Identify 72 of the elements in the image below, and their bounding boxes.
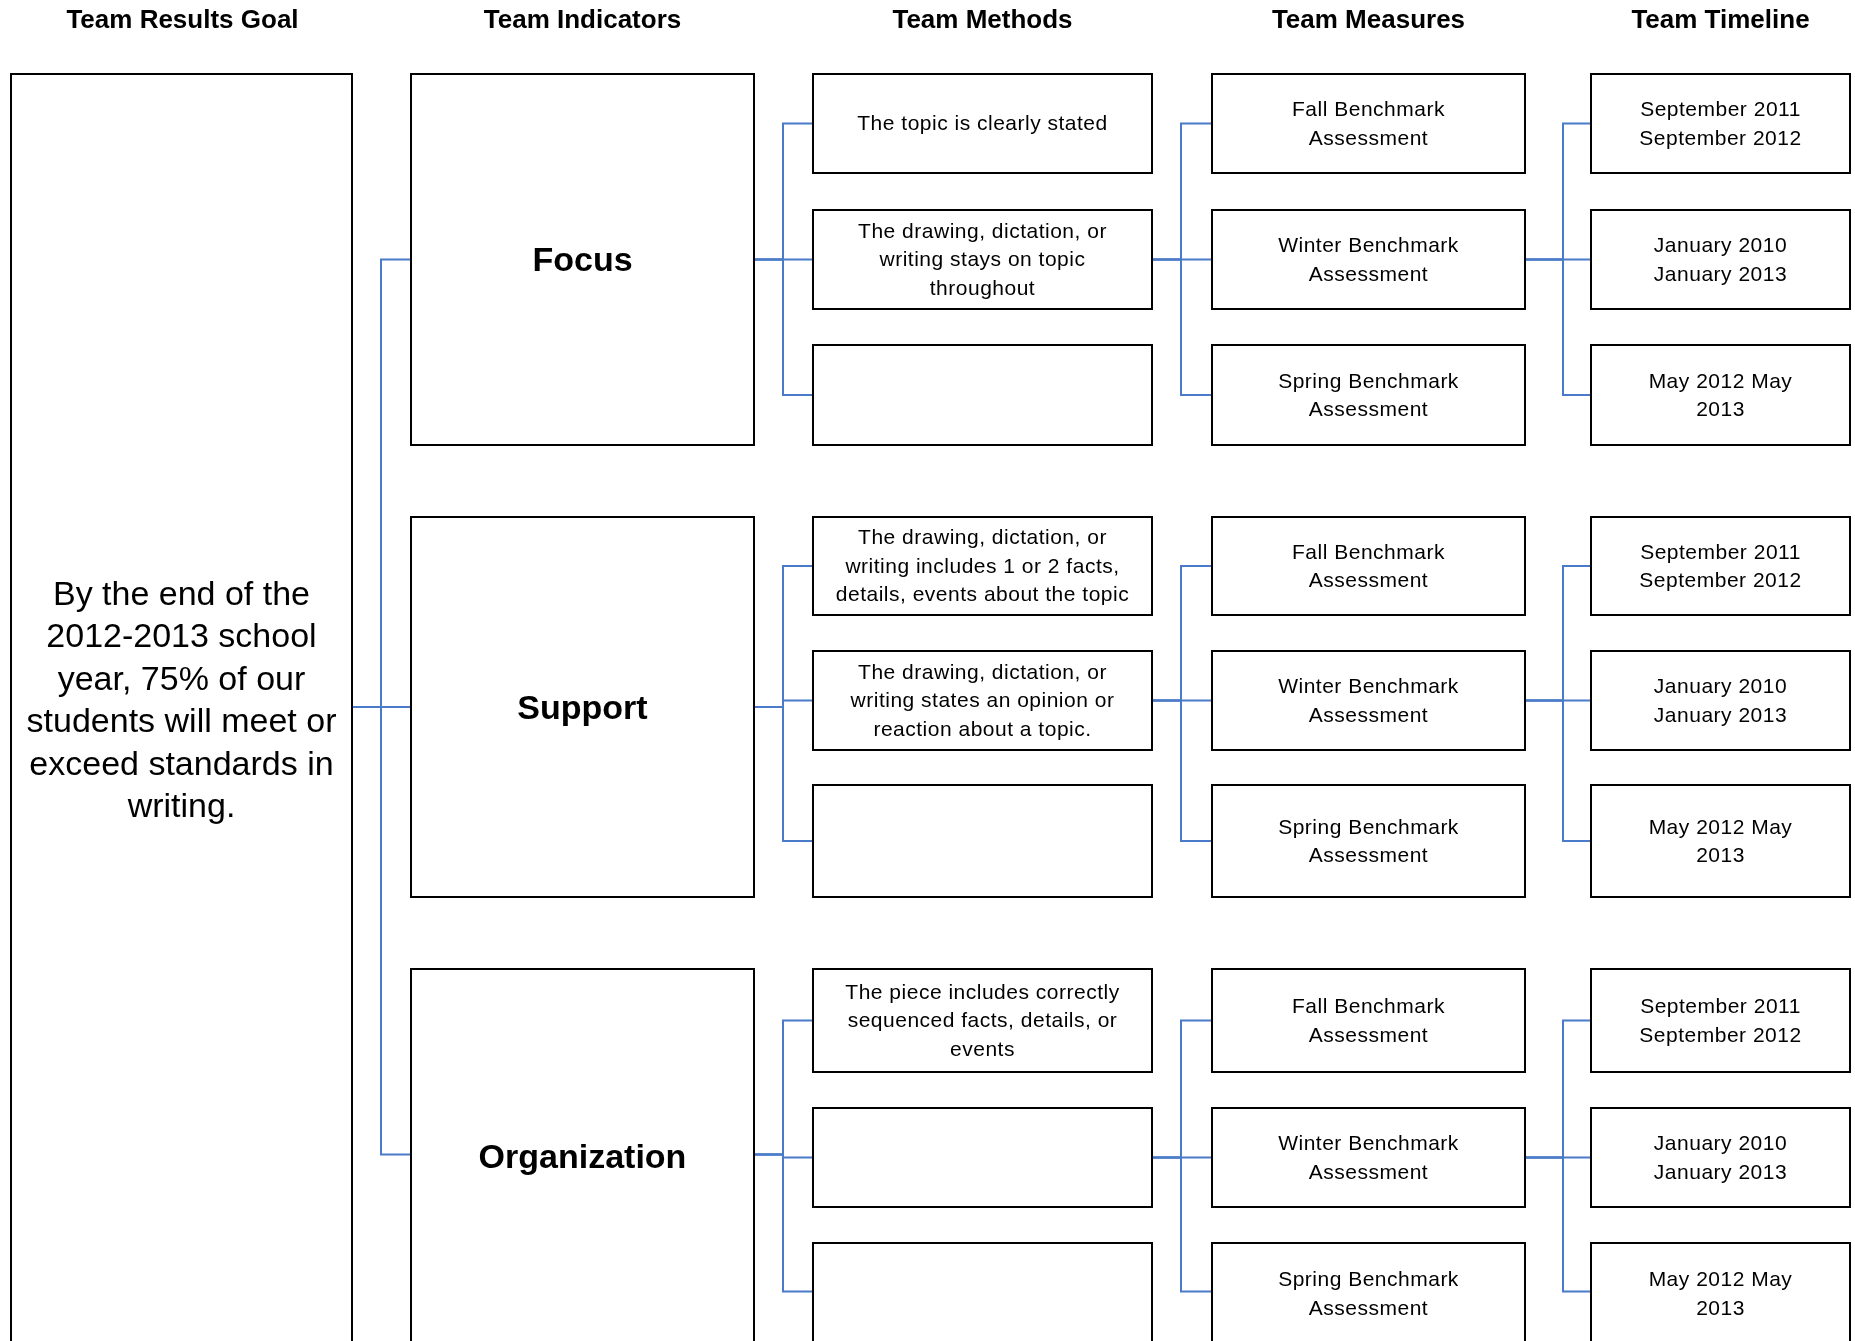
- connector-line: [1152, 258, 1212, 396]
- box-text: The piece includes correctly sequenced facts, details, or events: [844, 979, 1121, 1062]
- connector-line: [754, 258, 813, 396]
- box-text: January 2010 January 2013: [1652, 1130, 1789, 1185]
- connector-line: [1525, 1156, 1591, 1293]
- indicator-label: Focus: [532, 239, 633, 281]
- box-text: Winter Benchmark Assessment: [1277, 673, 1460, 728]
- measure-box: [1211, 784, 1526, 898]
- timeline-box: [1590, 650, 1851, 751]
- method-box: [812, 968, 1153, 1073]
- box-text: January 2010 January 2013: [1652, 232, 1789, 287]
- measure-box: [1211, 73, 1526, 174]
- timeline-box: [1590, 1107, 1851, 1208]
- box-text: By the end of the 2012-2013 school year, 75% of our students will meet or exceed standards in writing.: [26, 572, 337, 826]
- method-box: [812, 73, 1153, 174]
- box-text: The drawing, dictation, or writing stays on topic throughout: [857, 218, 1108, 301]
- box-text: May 2012 May 2013: [1647, 367, 1794, 422]
- indicator-box: [410, 73, 755, 446]
- timeline-box: [1590, 784, 1851, 898]
- measure-box: [1211, 1242, 1526, 1341]
- empty-box: [812, 1242, 1153, 1341]
- timeline-box: [1590, 73, 1851, 174]
- connector-line: [1525, 258, 1591, 396]
- box-text: The drawing, dictation, or writing states an opinion or reaction about a topic.: [849, 659, 1116, 742]
- box-text: Spring Benchmark Assessment: [1277, 1266, 1460, 1321]
- empty-box: [812, 784, 1153, 898]
- timeline-box: [1590, 1242, 1851, 1341]
- box-text: May 2012 May 2013: [1647, 813, 1794, 868]
- column-heading: Team Methods: [891, 4, 1074, 35]
- column-heading: Team Timeline: [1630, 4, 1811, 35]
- measure-box: [1211, 516, 1526, 616]
- box-text: Fall Benchmark Assessment: [1291, 538, 1446, 593]
- empty-box: [812, 1107, 1153, 1208]
- connector-line: [1525, 699, 1591, 842]
- measure-box: [1211, 650, 1526, 751]
- box-text: The drawing, dictation, or writing includes 1 or 2 facts, details, events about the topic: [834, 524, 1131, 608]
- measure-box: [1211, 968, 1526, 1073]
- timeline-box: [1590, 968, 1851, 1073]
- indicator-box: [410, 516, 755, 898]
- empty-box: [812, 344, 1153, 446]
- timeline-box: [1590, 344, 1851, 446]
- box-text: September 2011 September 2012: [1638, 538, 1803, 593]
- method-box: [812, 650, 1153, 751]
- indicator-label: Organization: [478, 1136, 687, 1178]
- box-text: Spring Benchmark Assessment: [1277, 813, 1460, 868]
- connector-line: [1152, 699, 1212, 842]
- measure-box: [1211, 209, 1526, 310]
- method-box: [812, 209, 1153, 310]
- timeline-box: [1590, 209, 1851, 310]
- box-text: The topic is clearly stated: [857, 110, 1108, 137]
- box-text: Winter Benchmark Assessment: [1277, 1130, 1460, 1185]
- column-heading: Team Results Goal: [65, 4, 300, 35]
- box-text: Spring Benchmark Assessment: [1277, 367, 1460, 422]
- box-text: May 2012 May 2013: [1647, 1266, 1794, 1321]
- box-text: September 2011 September 2012: [1638, 993, 1803, 1048]
- measure-box: [1211, 1107, 1526, 1208]
- timeline-box: [1590, 516, 1851, 616]
- column-heading: Team Indicators: [482, 4, 683, 35]
- box-text: Fall Benchmark Assessment: [1291, 993, 1446, 1048]
- column-heading: Team Measures: [1270, 4, 1467, 35]
- goal-box: [10, 73, 353, 1341]
- measure-box: [1211, 344, 1526, 446]
- indicator-label: Support: [517, 686, 648, 728]
- box-text: September 2011 September 2012: [1638, 96, 1803, 151]
- box-text: Winter Benchmark Assessment: [1277, 232, 1460, 287]
- indicator-box: [410, 968, 755, 1341]
- connector-line: [754, 1153, 813, 1293]
- method-box: [812, 516, 1153, 616]
- box-text: January 2010 January 2013: [1652, 673, 1789, 728]
- box-text: Fall Benchmark Assessment: [1291, 96, 1446, 151]
- connector-line: [754, 706, 813, 842]
- connector-line: [1152, 1156, 1212, 1293]
